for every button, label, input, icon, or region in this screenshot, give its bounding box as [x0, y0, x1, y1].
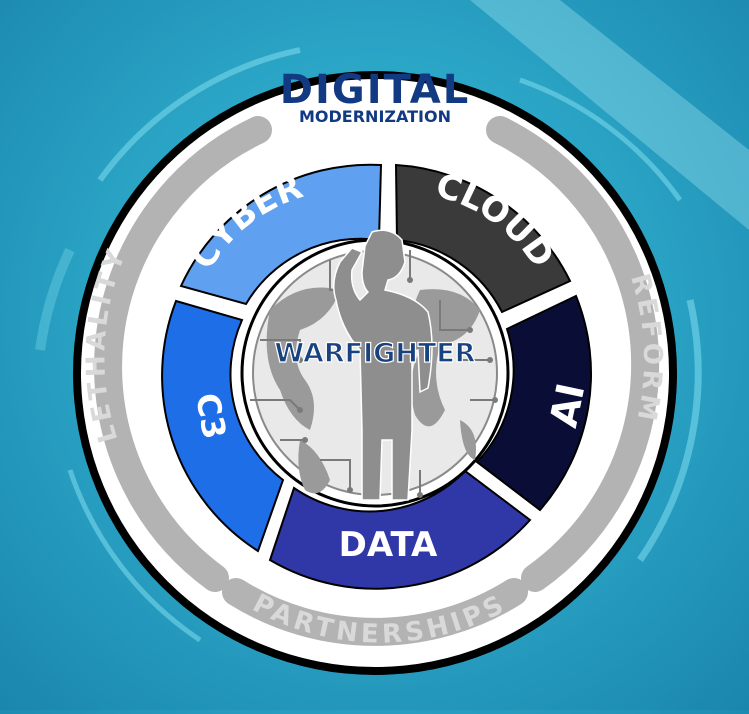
- segment-cloud: [394, 163, 572, 314]
- outer-ring-bottom: [222, 578, 528, 646]
- segment-data-label: DATA: [339, 525, 438, 565]
- segment-c3: [161, 299, 285, 553]
- segment-ai-label: AI: [541, 379, 593, 431]
- background-arcs: [35, 47, 702, 643]
- segment-c3-label: C3: [188, 390, 233, 442]
- segment-data: [268, 469, 532, 590]
- outer-ring-left: [94, 116, 272, 592]
- emblem: DIGITAL MODERNIZATION WARFIGHTER CYBER C…: [73, 67, 677, 675]
- page-subtitle: MODERNIZATION: [299, 107, 451, 126]
- center-label: WARFIGHTER: [274, 338, 475, 369]
- background-streak: [470, 0, 749, 230]
- inner-segments: [161, 163, 592, 590]
- segment-cyber: [179, 163, 383, 306]
- outer-ring-right: [486, 116, 660, 592]
- segment-ai: [475, 294, 592, 512]
- page-title: DIGITAL: [280, 67, 470, 113]
- saluting-soldier-icon: [333, 229, 433, 501]
- outer-ring: [94, 116, 660, 646]
